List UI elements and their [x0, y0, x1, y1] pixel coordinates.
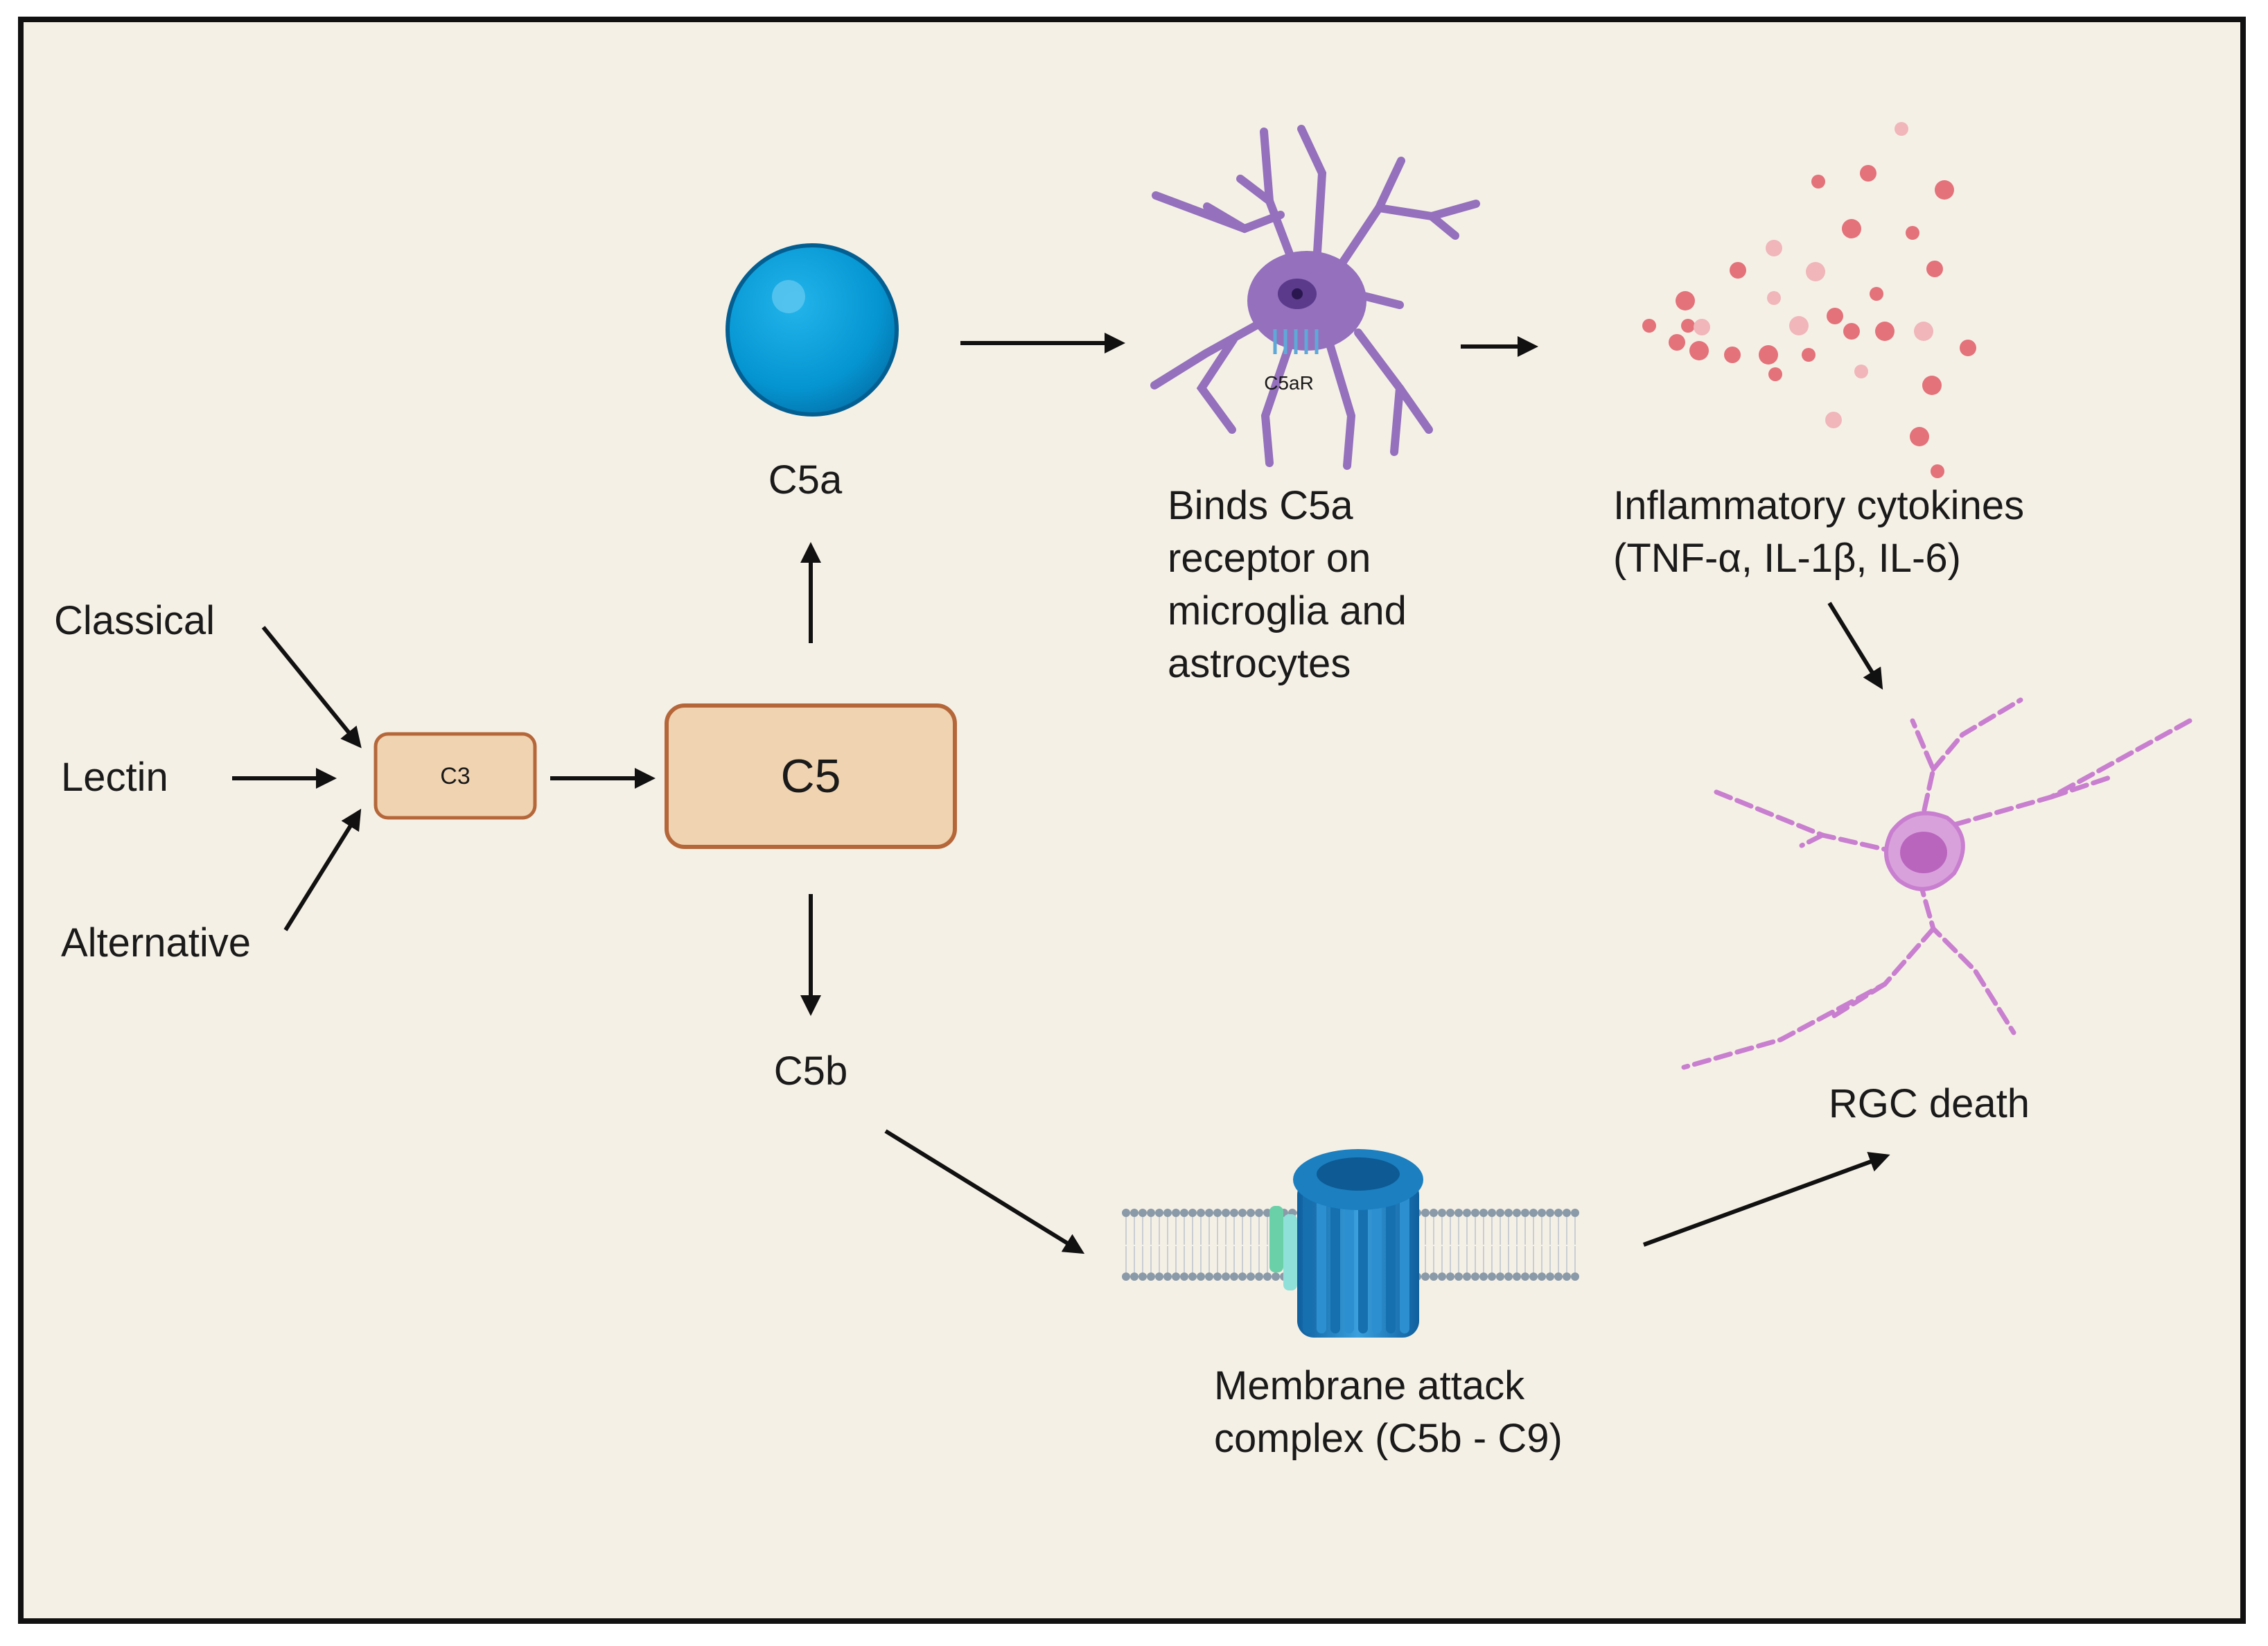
alternative-label: Alternative	[61, 920, 251, 965]
c5a-label: C5a	[768, 457, 843, 502]
cytokine-dot	[1681, 319, 1695, 333]
cytokine-dot	[1870, 287, 1883, 301]
cytokine-dot	[1860, 165, 1876, 182]
cytokine-dot	[1843, 323, 1860, 340]
cytokine-dot	[1676, 291, 1695, 310]
cytokine-dot	[1906, 226, 1919, 240]
diagram-frame	[18, 17, 2246, 1624]
cytokine-dot	[1759, 345, 1778, 365]
cytokine-dot	[1768, 367, 1782, 381]
mac-to-rgc-arrow	[1642, 1152, 1890, 1247]
c5b-label: C5b	[774, 1049, 847, 1094]
cytokine-dot	[1669, 334, 1685, 351]
classical-to-c3-arrow	[261, 626, 362, 748]
cytokine-dot	[1642, 319, 1656, 333]
svg-text:Binds C5a: Binds C5a	[1168, 483, 1353, 528]
cytokine-dot	[1766, 240, 1782, 256]
cytokine-dot	[1802, 348, 1816, 362]
receptor-caption: Binds C5a receptor on microglia and astr…	[1168, 483, 1407, 686]
membrane-attack-complex-icon	[1122, 1149, 1579, 1338]
cytokine-dot	[1922, 376, 1942, 395]
cytokine-dot	[1689, 341, 1709, 360]
svg-text:astrocytes: astrocytes	[1168, 641, 1351, 686]
svg-text:Inflammatory cytokines: Inflammatory cytokines	[1613, 483, 2024, 528]
cytokine-dot	[1811, 175, 1825, 189]
c5b-to-mac-arrow	[884, 1129, 1085, 1254]
rgc-neuron-icon	[1681, 697, 2192, 1070]
cytokine-dot	[1842, 219, 1861, 238]
rgc-death-label: RGC death	[1829, 1081, 2030, 1126]
cytokine-dot	[1875, 322, 1895, 341]
cytokine-dot	[1767, 291, 1781, 305]
lectin-label: Lectin	[61, 755, 168, 800]
c3-box: C3	[373, 732, 537, 820]
cytokine-dot	[1935, 180, 1954, 200]
cytokines-caption: Inflammatory cytokines (TNF-α, IL-1β, IL…	[1613, 483, 2024, 581]
svg-text:receptor on: receptor on	[1168, 536, 1371, 581]
cytokine-dot	[1724, 347, 1741, 363]
c3-label: C3	[440, 763, 470, 789]
cytokine-dot	[1926, 261, 1943, 277]
cytokine-dot	[1827, 308, 1843, 324]
svg-text:microglia and: microglia and	[1168, 588, 1407, 633]
c5ar-label: C5aR	[1264, 372, 1314, 394]
cytokine-dot	[1789, 316, 1809, 335]
classical-label: Classical	[54, 598, 215, 643]
cytokine-dot	[1914, 322, 1933, 341]
svg-text:(TNF-α, IL-1β, IL-6): (TNF-α, IL-1β, IL-6)	[1613, 536, 1961, 581]
cytokine-dot	[1910, 427, 1929, 446]
cytokines-to-rgc-arrow	[1827, 602, 1883, 690]
svg-text:Membrane attack: Membrane attack	[1214, 1363, 1525, 1408]
cytokine-dot	[1895, 122, 1908, 136]
svg-text:complex (C5b - C9): complex (C5b - C9)	[1214, 1416, 1563, 1461]
cytokine-dot	[1694, 319, 1710, 335]
cytokine-dot	[1806, 262, 1825, 281]
cytokine-dot	[1825, 412, 1842, 428]
alternative-to-c3-arrow	[283, 808, 362, 931]
cytokine-dot	[1931, 464, 1944, 478]
microglia-icon	[1150, 125, 1480, 470]
cytokine-dot	[1730, 262, 1746, 279]
c5-box: C5	[665, 703, 957, 849]
cytokines-icon	[1642, 122, 1976, 478]
cytokine-dot	[1960, 340, 1976, 356]
mac-caption: Membrane attack complex (C5b - C9)	[1214, 1363, 1563, 1461]
c5-label: C5	[781, 750, 841, 803]
cytokine-dot	[1854, 365, 1868, 378]
c5a-sphere-icon	[726, 243, 899, 417]
